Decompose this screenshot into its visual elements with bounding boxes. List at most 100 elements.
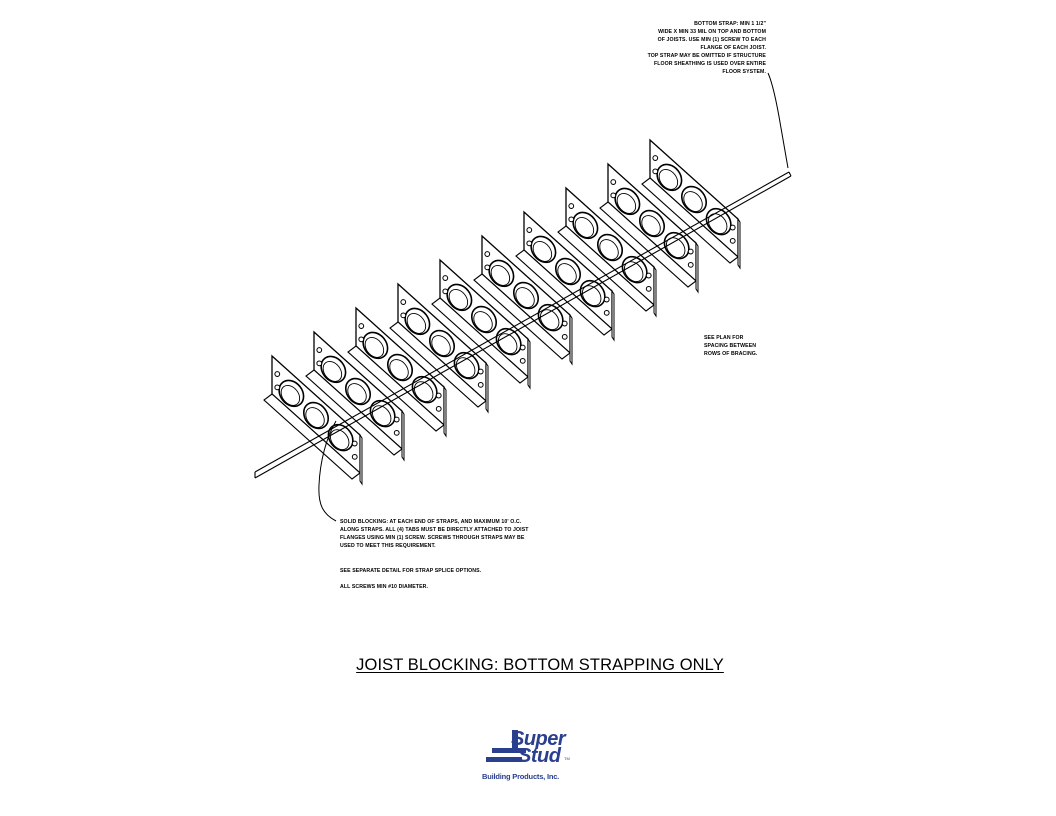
screw-hole [610,192,617,199]
screw-hole [442,275,449,281]
blocking-knockout-lip [364,336,385,358]
logo-mark [486,730,526,762]
blocking-tab [401,409,405,462]
blocking-flange [557,225,655,312]
screw-hole [274,384,281,391]
blocking-piece [557,186,657,318]
blocking-knockout-lip [280,384,301,406]
blocking-flange [389,321,487,408]
blocking-knockout [411,375,438,404]
blocking-flange [473,273,571,360]
blocking-flange [347,345,445,432]
blocking-flange [515,249,613,336]
leader-line-blocking [318,420,337,522]
blocking-piece [641,138,741,270]
blocking-knockout-lip [389,359,409,380]
screw-hole [351,453,358,460]
blocking-piece [347,306,447,438]
screw-hole [729,237,736,244]
screw-hole [645,285,652,292]
blocking-knockout-lip [406,312,427,334]
screw-hole [519,344,526,351]
blocking-knockout [495,327,522,356]
screw-hole [687,261,694,268]
screw-hole [603,309,610,316]
blocking-knockout-lip [329,429,350,451]
blocking-piece [263,354,363,486]
blocking-piece [305,330,405,462]
blocking-knockout [362,331,389,360]
blocking-knockout [530,235,557,264]
blocking-knockout [320,355,347,384]
page-title: JOIST BLOCKING: BOTTOM STRAPPING ONLY [356,656,724,674]
note-spacing: SEE PLAN FOR SPACING BETWEEN ROWS OF BRA… [704,335,758,357]
blocking-knockout-lip [557,263,577,284]
blocking-flange [305,369,403,456]
blocking-knockout [596,233,624,262]
blocking-knockout-lip [490,264,511,286]
blocking-knockout [488,259,515,288]
blocking-knockout [537,303,564,332]
blocking-knockout [278,379,305,408]
blocking-knockout-lip [473,311,493,332]
blocking-knockout [470,305,498,334]
screw-hole [316,360,323,367]
blocking-knockout-lip [448,288,469,310]
blocking-knockout-lip [455,357,476,379]
screw-hole [484,251,491,257]
blocking-knockout [369,399,396,428]
blocking-knockout [386,353,414,382]
note-solid-blocking: SOLID BLOCKING: AT EACH END OF STRAPS, A… [340,519,529,549]
blocking-knockout [404,307,431,336]
blocking-knockout [638,209,666,238]
screw-hole [652,155,659,161]
super-stud-logo: Super Stud TM Building Products, Inc. [478,722,598,784]
blocking-flange [641,177,739,264]
screw-hole [484,264,491,271]
blocking-knockout-lip [539,309,560,331]
blocking-knockout-lip [707,213,728,235]
blocking-knockout-lip [413,381,434,403]
screw-hole [435,405,442,412]
note-screws: ALL SCREWS MIN #10 DIAMETER. [340,584,429,590]
blocking-knockout [680,185,708,214]
blocking-knockout-lip [371,405,392,427]
blocking-knockout [579,279,606,308]
screw-hole [400,312,407,319]
screw-hole [358,323,365,329]
blocking-knockout-lip [641,215,661,236]
blocking-knockout-lip [574,216,595,238]
screw-hole [610,179,617,185]
blocking-knockout [621,255,648,284]
blocking-knockout-lip [497,333,518,355]
screw-hole [561,333,568,340]
blocking-knockout [428,329,456,358]
blocking-knockout [327,423,354,452]
blocking-tab [611,289,615,342]
screw-hole [568,216,575,223]
blocking-knockout [302,401,330,430]
note-splice: SEE SEPARATE DETAIL FOR STRAP SPLICE OPT… [340,568,482,574]
blocking-piece [389,282,489,414]
screw-hole [316,347,323,353]
blocking-knockout [344,377,372,406]
blocking-knockout-lip [305,407,325,428]
logo-word-stud: Stud [518,745,561,767]
blocking-knockout [554,257,582,286]
blocking-knockout [614,187,641,216]
blocking-piece [473,234,573,366]
blocking-piece [431,258,531,390]
screw-hole [568,203,575,209]
blocking-knockout-lip [532,240,553,262]
blocking-knockout-lip [515,287,535,308]
screw-hole [519,357,526,364]
screw-hole [526,240,533,247]
blocking-tab [359,433,363,486]
logo-word-super: Super [511,728,566,750]
blocking-knockout-lip [658,168,679,190]
logo-subtitle: Building Products, Inc. [482,772,560,781]
screw-hole [477,368,484,375]
logo-trademark: TM [564,756,570,761]
blocking-knockout [512,281,540,310]
